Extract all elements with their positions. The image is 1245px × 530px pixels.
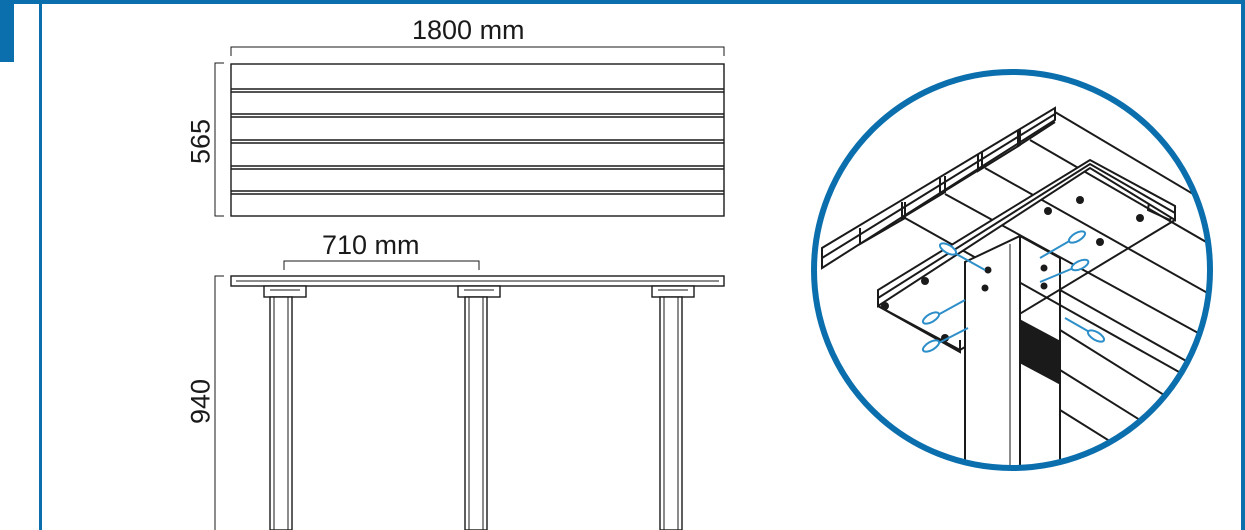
leg-spacing-label: 710 mm — [322, 230, 420, 260]
leg-right — [651, 285, 695, 530]
leg-left — [263, 285, 307, 530]
leg-middle — [457, 285, 501, 530]
top-depth-label: 565 — [185, 118, 216, 165]
height-label: 940 — [185, 378, 216, 425]
top-width-label: 1800 mm — [412, 15, 525, 45]
detail-view — [811, 69, 1213, 471]
screw-group — [921, 230, 1106, 353]
top-view — [214, 46, 725, 217]
front-view — [214, 260, 725, 530]
